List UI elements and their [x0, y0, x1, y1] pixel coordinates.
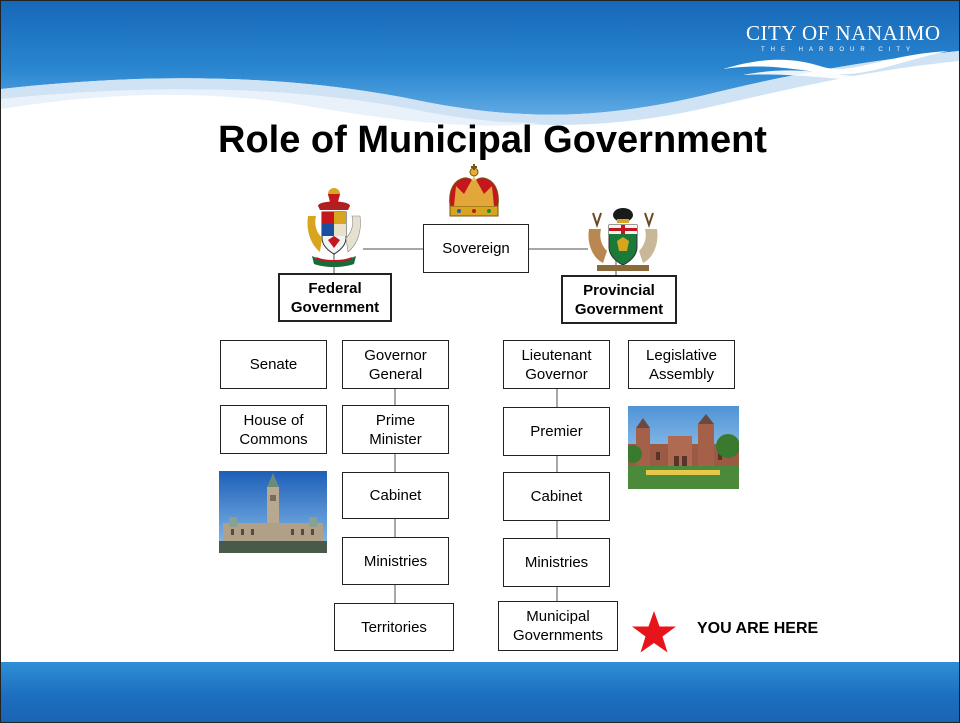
lieutenant-governor-box: Lieutenant Governor	[503, 340, 610, 389]
federal-cabinet-box: Cabinet	[342, 472, 449, 519]
provincial-cabinet-box: Cabinet	[503, 472, 610, 521]
municipal-governments-box: Municipal Governments	[498, 601, 618, 651]
territories-box: Territories	[334, 603, 454, 651]
star-icon	[632, 611, 676, 653]
senate-box: Senate	[220, 340, 327, 389]
you-are-here-label: YOU ARE HERE	[697, 620, 819, 637]
parliament-hill-image	[219, 471, 327, 553]
legislative-assembly-box: Legislative Assembly	[628, 340, 735, 389]
governor-general-box: Governor General	[342, 340, 449, 389]
footer-bar	[1, 662, 959, 722]
federal-government-box: Federal Government	[278, 273, 392, 322]
crown-icon	[449, 164, 499, 217]
federal-ministries-box: Ministries	[342, 537, 449, 585]
city-logo-tagline: THE HARBOUR CITY	[761, 47, 917, 53]
provincial-ministries-box: Ministries	[503, 538, 610, 587]
provincial-government-box: Provincial Government	[561, 275, 677, 324]
ontario-coat-of-arms-icon	[588, 208, 658, 271]
canada-coat-of-arms-icon	[307, 188, 361, 267]
slide-title: Role of Municipal Government	[218, 119, 767, 161]
premier-box: Premier	[503, 407, 610, 456]
city-logo-text: CITY OF NANAIMO	[746, 21, 941, 45]
house-of-commons-box: House of Commons	[220, 405, 327, 454]
queens-park-image	[628, 406, 739, 489]
header-wave	[1, 1, 959, 126]
prime-minister-box: Prime Minister	[342, 405, 449, 454]
wave-logo-icon	[723, 51, 948, 79]
sovereign-box: Sovereign	[423, 224, 529, 273]
